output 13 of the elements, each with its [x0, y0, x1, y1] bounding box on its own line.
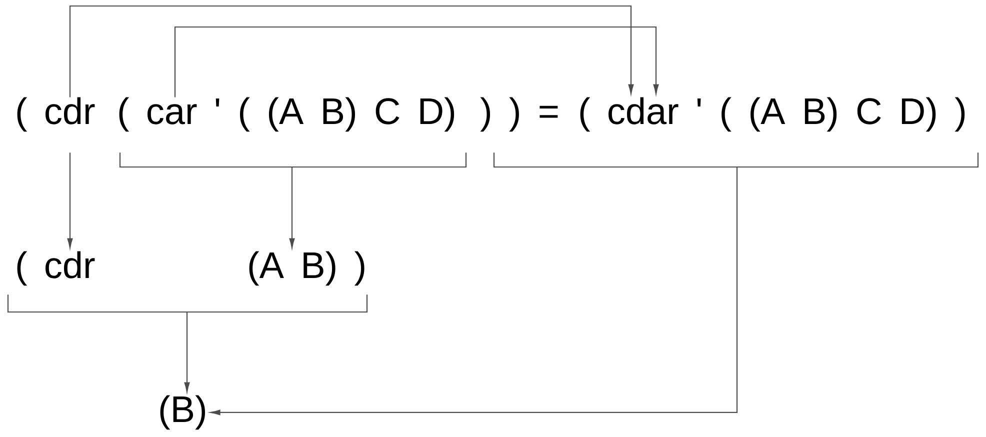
bracket-arrow [7, 294, 368, 392]
expression-text: ) ) = [480, 97, 558, 132]
expression-text: ( cdr [17, 251, 95, 286]
arrow [174, 26, 659, 98]
arrow [67, 152, 73, 248]
expression-text: (B) [160, 395, 206, 430]
bracket-arrow [119, 152, 467, 248]
expression-text: (A B) ) [249, 251, 364, 286]
expression-text: ( car ' ( (A B) C D) [119, 97, 454, 132]
arrow [69, 5, 634, 98]
expression-text: ( cdar ' ( (A B) C D) ) [580, 97, 965, 132]
expression-text: ( cdr [17, 97, 95, 132]
bracket-arrow [210, 152, 979, 416]
